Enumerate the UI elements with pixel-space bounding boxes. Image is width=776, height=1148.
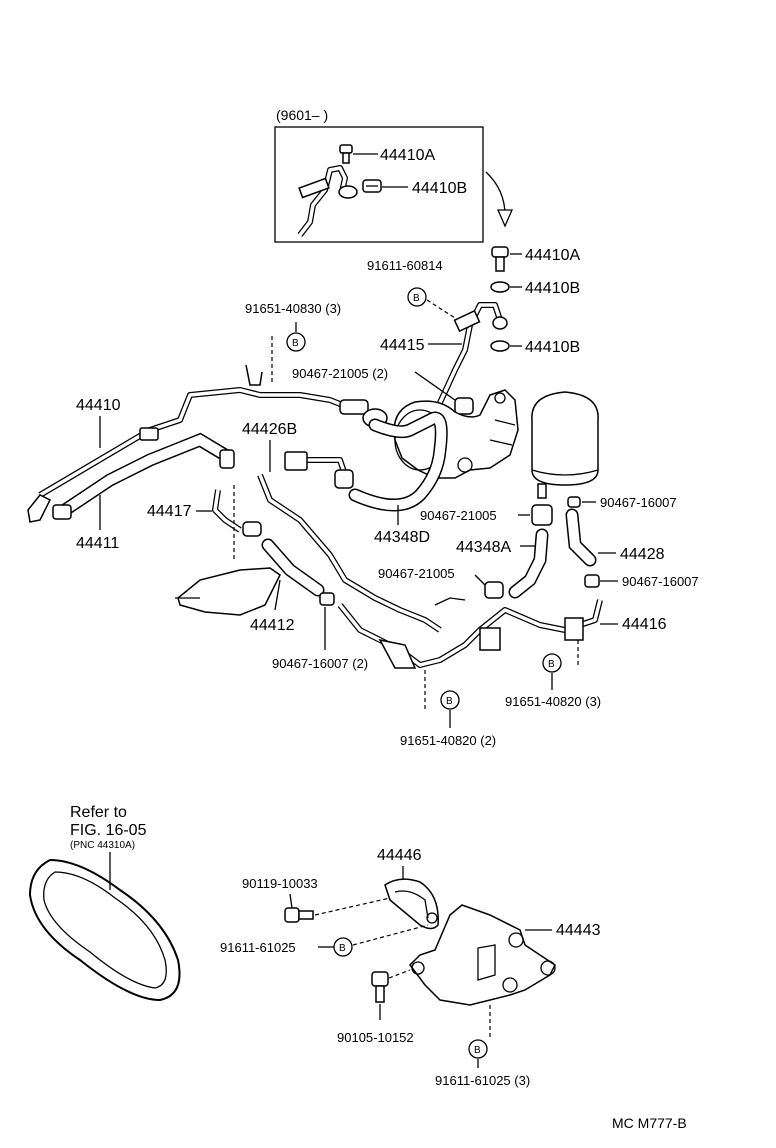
label-44415: 44415 — [380, 337, 425, 354]
symbol-b-text: B — [474, 1045, 481, 1056]
label-90467-16007-2: 90467-16007 (2) — [272, 656, 368, 671]
label-91611-61025: 91611-61025 — [220, 940, 296, 955]
symbol-b-text: B — [413, 293, 420, 304]
symbol-b-61025 — [333, 937, 353, 957]
symbol-b-40820-2 — [440, 690, 460, 710]
label-44411: 44411 — [76, 535, 119, 552]
label-44443: 44443 — [556, 922, 601, 939]
symbol-b-61025-3 — [468, 1039, 488, 1059]
label-44348d: 44348D — [374, 529, 430, 546]
inset-arrow — [485, 171, 506, 216]
refer-line3: (PNC 44310A) — [70, 840, 135, 851]
washer-44410b-upper — [490, 281, 510, 293]
bolt-44410a — [491, 246, 509, 272]
label-90467-16007-b: 90467-16007 — [622, 574, 699, 589]
inset-box: (9601– ) 44410A 44410B — [274, 107, 484, 243]
bracket-44443 — [409, 904, 556, 1006]
symbol-b-text: B — [548, 659, 555, 670]
label-44348a: 44348A — [456, 539, 511, 556]
pipe-44416 — [337, 599, 603, 668]
label-44446: 44446 — [377, 847, 422, 864]
label-91651-40820-2: 91651-40820 (2) — [400, 733, 496, 748]
label-91611-61025-3: 91611-61025 (3) — [435, 1073, 530, 1088]
label-44410: 44410 — [76, 397, 121, 414]
clamp-90467-16007-b — [584, 574, 600, 588]
bolt-90119 — [284, 907, 314, 923]
label-44410b-lower: 44410B — [525, 339, 580, 356]
label-90467-16007-a: 90467-16007 — [600, 495, 677, 510]
symbol-b-text: B — [339, 943, 346, 954]
label-44417: 44417 — [147, 503, 192, 520]
label-44412: 44412 — [250, 617, 295, 634]
label-44428: 44428 — [620, 546, 665, 563]
label-90119-10033: 90119-10033 — [242, 876, 318, 891]
inset-date-label: (9601– ) — [276, 107, 328, 123]
figure-code: MC M777-B — [612, 1115, 687, 1131]
symbol-b-40820-3 — [542, 653, 562, 673]
reservoir — [531, 391, 599, 499]
steering-pump — [393, 389, 519, 479]
label-44426b: 44426B — [242, 421, 297, 438]
label-90105-10152: 90105-10152 — [337, 1030, 414, 1045]
clamp-90467-16007-a — [567, 496, 581, 508]
label-44410a: 44410A — [525, 247, 580, 264]
label-91651-40820-3: 91651-40820 (3) — [505, 694, 601, 709]
symbol-b-60814 — [407, 287, 427, 307]
symbol-b-text: B — [292, 338, 299, 349]
clamp-90467-21005-b — [531, 504, 553, 526]
symbol-b-text: B — [446, 696, 453, 707]
refer-line1: Refer to — [70, 804, 127, 821]
symbol-b-40830 — [286, 332, 306, 352]
washer-44410b-lower — [490, 340, 510, 352]
label-90467-21005-2: 90467-21005 (2) — [292, 366, 388, 381]
bracket-44446 — [384, 878, 439, 930]
label-90467-21005-c: 90467-21005 — [378, 566, 455, 581]
label-44410b-upper: 44410B — [525, 280, 580, 297]
inset-label-44410a: 44410A — [380, 147, 435, 164]
inset-label-44410b: 44410B — [412, 180, 467, 197]
gear-box — [177, 567, 281, 616]
label-91611-60814: 91611-60814 — [367, 258, 443, 273]
bolt-90105 — [371, 971, 389, 1003]
label-90467-21005-b: 90467-21005 — [420, 508, 497, 523]
inset-washer — [362, 179, 382, 193]
refer-line2: FIG. 16-05 — [70, 822, 147, 839]
clamp-90467 — [454, 397, 474, 415]
label-44416: 44416 — [622, 616, 667, 633]
inset-bolt — [339, 144, 353, 164]
label-91651-40830: 91651-40830 (3) — [245, 301, 341, 316]
drive-belt — [28, 858, 181, 1002]
